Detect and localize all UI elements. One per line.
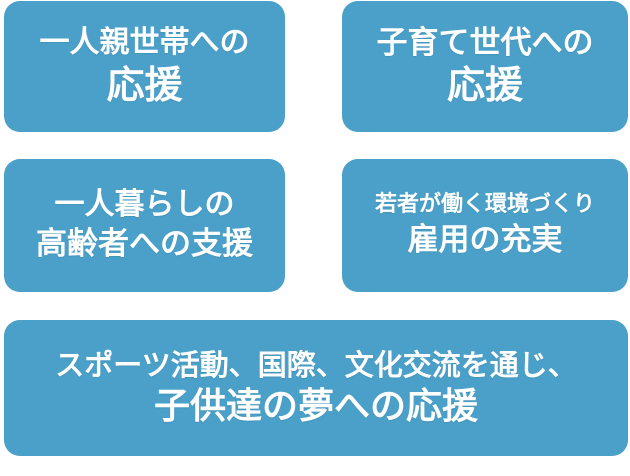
card-child-rearing-support[interactable]: 子育て世代への 応援 bbox=[342, 1, 628, 132]
card-children-dreams-support[interactable]: スポーツ活動、国際、文化交流を通じ、 子供達の夢への応援 bbox=[4, 320, 628, 456]
card-title-line: 一人親世帯への bbox=[39, 25, 250, 61]
card-title-line: 一人暮らしの bbox=[54, 187, 235, 223]
card-title-line: 高齢者への支援 bbox=[36, 225, 253, 262]
card-title-line: 子育て世代への bbox=[376, 24, 594, 61]
card-title-line: 応援 bbox=[106, 61, 183, 107]
card-title-line: 子供達の夢への応援 bbox=[153, 384, 478, 427]
card-title-line: 雇用の充実 bbox=[407, 222, 563, 259]
card-youth-employment[interactable]: 若者が働く環境づくり 雇用の充実 bbox=[342, 159, 628, 292]
card-title-line: 若者が働く環境づくり bbox=[374, 191, 595, 218]
card-title-line: 応援 bbox=[446, 62, 523, 108]
card-title-line: スポーツ活動、国際、文化交流を通じ、 bbox=[55, 347, 577, 382]
card-single-parent-support[interactable]: 一人親世帯への 応援 bbox=[4, 1, 285, 132]
card-elderly-living-alone-support[interactable]: 一人暮らしの 高齢者への支援 bbox=[4, 159, 285, 292]
